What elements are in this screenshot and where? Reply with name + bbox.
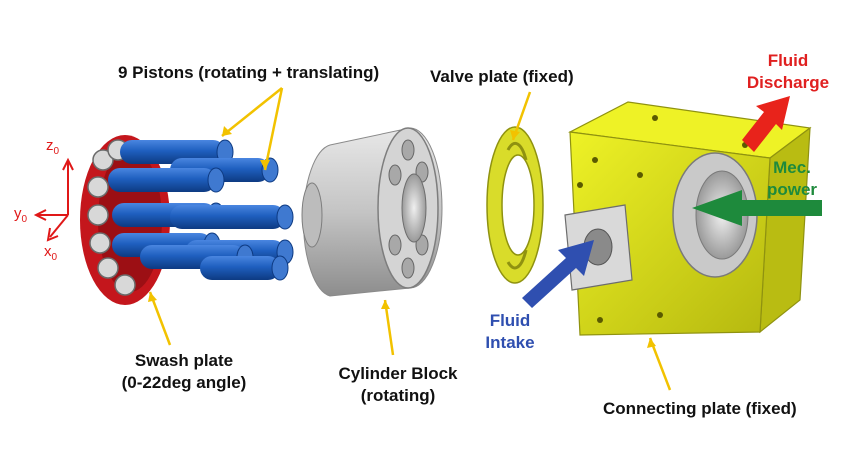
fluid-intake-label-line2: Intake <box>485 333 535 352</box>
cylinder-bores <box>388 139 429 279</box>
coordinate-axes <box>33 157 74 242</box>
y-axis-arrowhead <box>33 209 47 221</box>
valve-plate <box>486 126 544 284</box>
y0-axis-label: y0 <box>14 206 27 228</box>
cylinder-block-label-line2: (rotating) <box>360 386 436 405</box>
x-axis-arrowhead <box>46 227 59 242</box>
y-axis-subscript: 0 <box>21 214 28 225</box>
x0-axis-label: x0 <box>44 244 57 266</box>
mec-power-label: Mec. power <box>752 157 832 201</box>
z-axis-arrowhead <box>62 157 74 171</box>
mec-power-arrow <box>692 190 822 226</box>
mounting-holes <box>577 115 748 323</box>
piston <box>200 255 289 281</box>
fluid-discharge-label: Fluid Discharge <box>740 50 836 94</box>
swash-plate-label-line2: (0-22deg angle) <box>121 373 247 392</box>
cylinder-block-label-line1: Cylinder Block <box>338 364 458 383</box>
cylinder-block <box>301 127 443 297</box>
fluid-discharge-label-line2: Discharge <box>746 73 830 92</box>
mec-power-label-line2: power <box>766 180 818 199</box>
pistons-label: 9 Pistons (rotating + translating) <box>118 63 380 82</box>
connecting-plate-label: Connecting plate (fixed) <box>603 399 797 418</box>
fluid-discharge-label-line1: Fluid <box>767 51 809 70</box>
valve-plate-label: Valve plate (fixed) <box>430 67 574 86</box>
x-axis-line <box>49 214 69 238</box>
z-axis-letter: z <box>46 137 54 154</box>
swash-plate-label: Swash plate (0-22deg angle) <box>114 350 254 394</box>
piston <box>108 167 225 193</box>
connecting-plate-housing <box>564 101 812 336</box>
connecting-plate-leader-line <box>648 337 672 391</box>
pistons-leader-line <box>221 87 283 137</box>
z-axis-subscript: 0 <box>53 146 60 157</box>
leader-lines <box>148 87 672 391</box>
pistons-group <box>108 139 294 281</box>
swash-plate-label-line1: Swash plate <box>134 351 234 370</box>
x-axis-subscript: 0 <box>51 252 58 263</box>
y-axis-letter: y <box>14 205 22 222</box>
cylinder-block-label: Cylinder Block (rotating) <box>323 363 473 407</box>
mec-power-label-line1: Mec. <box>773 158 811 177</box>
cylinder-block-leader-line <box>383 299 395 356</box>
fluid-intake-label-line1: Fluid <box>489 311 531 330</box>
fluid-discharge-arrow <box>742 96 790 152</box>
x-axis-letter: x <box>44 243 52 260</box>
swash-plate-leader-line <box>148 291 172 346</box>
fluid-intake-arrow <box>522 240 594 308</box>
piston <box>170 204 294 230</box>
pistons-leader-line <box>263 87 284 171</box>
z0-axis-label: z0 <box>46 138 59 160</box>
fluid-intake-label: Fluid Intake <box>470 310 550 354</box>
